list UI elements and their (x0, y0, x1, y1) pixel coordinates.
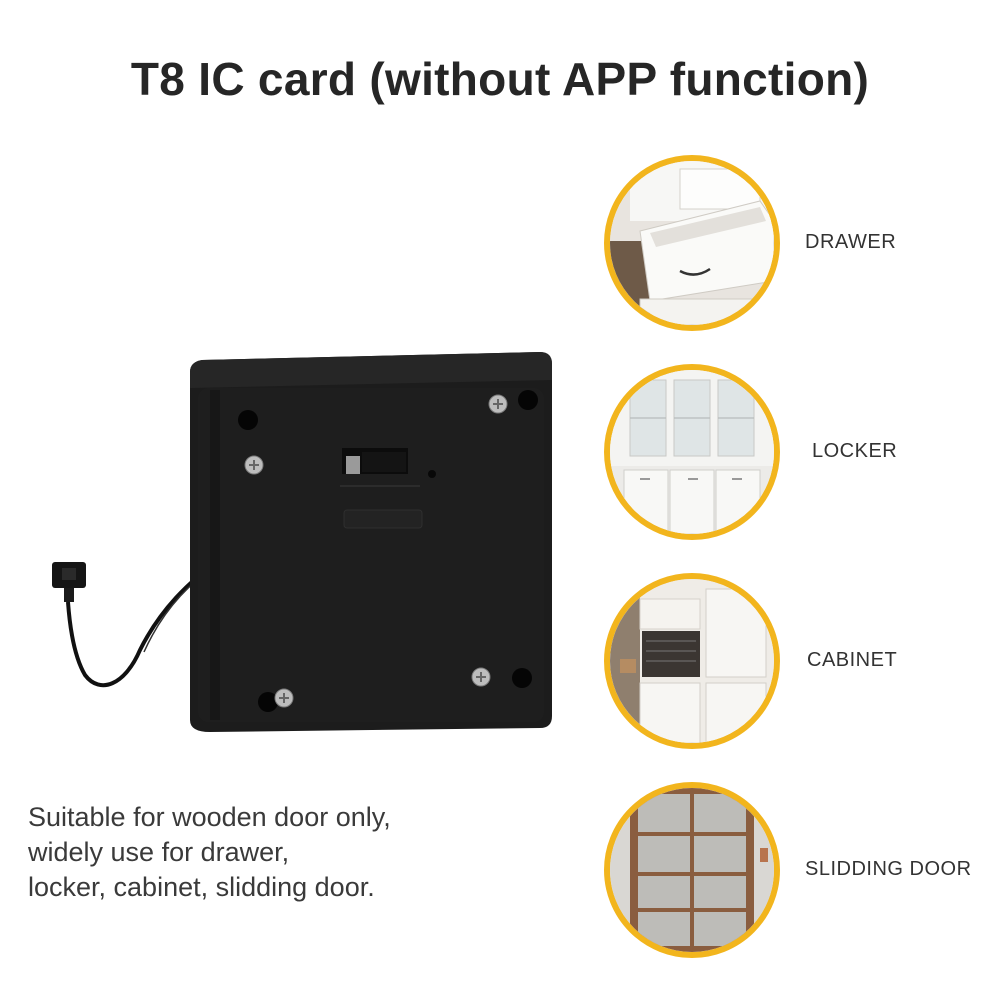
lock-box (190, 352, 552, 732)
application-locker: LOCKER (604, 364, 994, 540)
page-title: T8 IC card (without APP function) (130, 53, 870, 105)
application-label: LOCKER (812, 440, 898, 462)
cabinet-photo (604, 573, 780, 749)
description: Suitable for wooden door only, widely us… (28, 800, 488, 905)
description-line: Suitable for wooden door only, (28, 802, 391, 832)
cable (66, 560, 220, 688)
description-line: widely use for drawer, (28, 837, 290, 867)
sliding-door-photo (604, 782, 780, 958)
description-line: locker, cabinet, slidding door. (28, 872, 375, 902)
lock-product-image (40, 340, 580, 750)
application-cabinet: CABINET (604, 573, 994, 749)
application-sliding-door: SLIDDING DOOR (604, 782, 994, 958)
application-label: DRAWER (805, 231, 897, 253)
application-drawer: DRAWER (604, 155, 994, 331)
locker-photo (604, 364, 780, 540)
drawer-photo (604, 155, 780, 331)
application-label: CABINET (807, 649, 898, 671)
connector-plug (52, 562, 86, 602)
application-label: SLIDDING DOOR (805, 858, 972, 880)
